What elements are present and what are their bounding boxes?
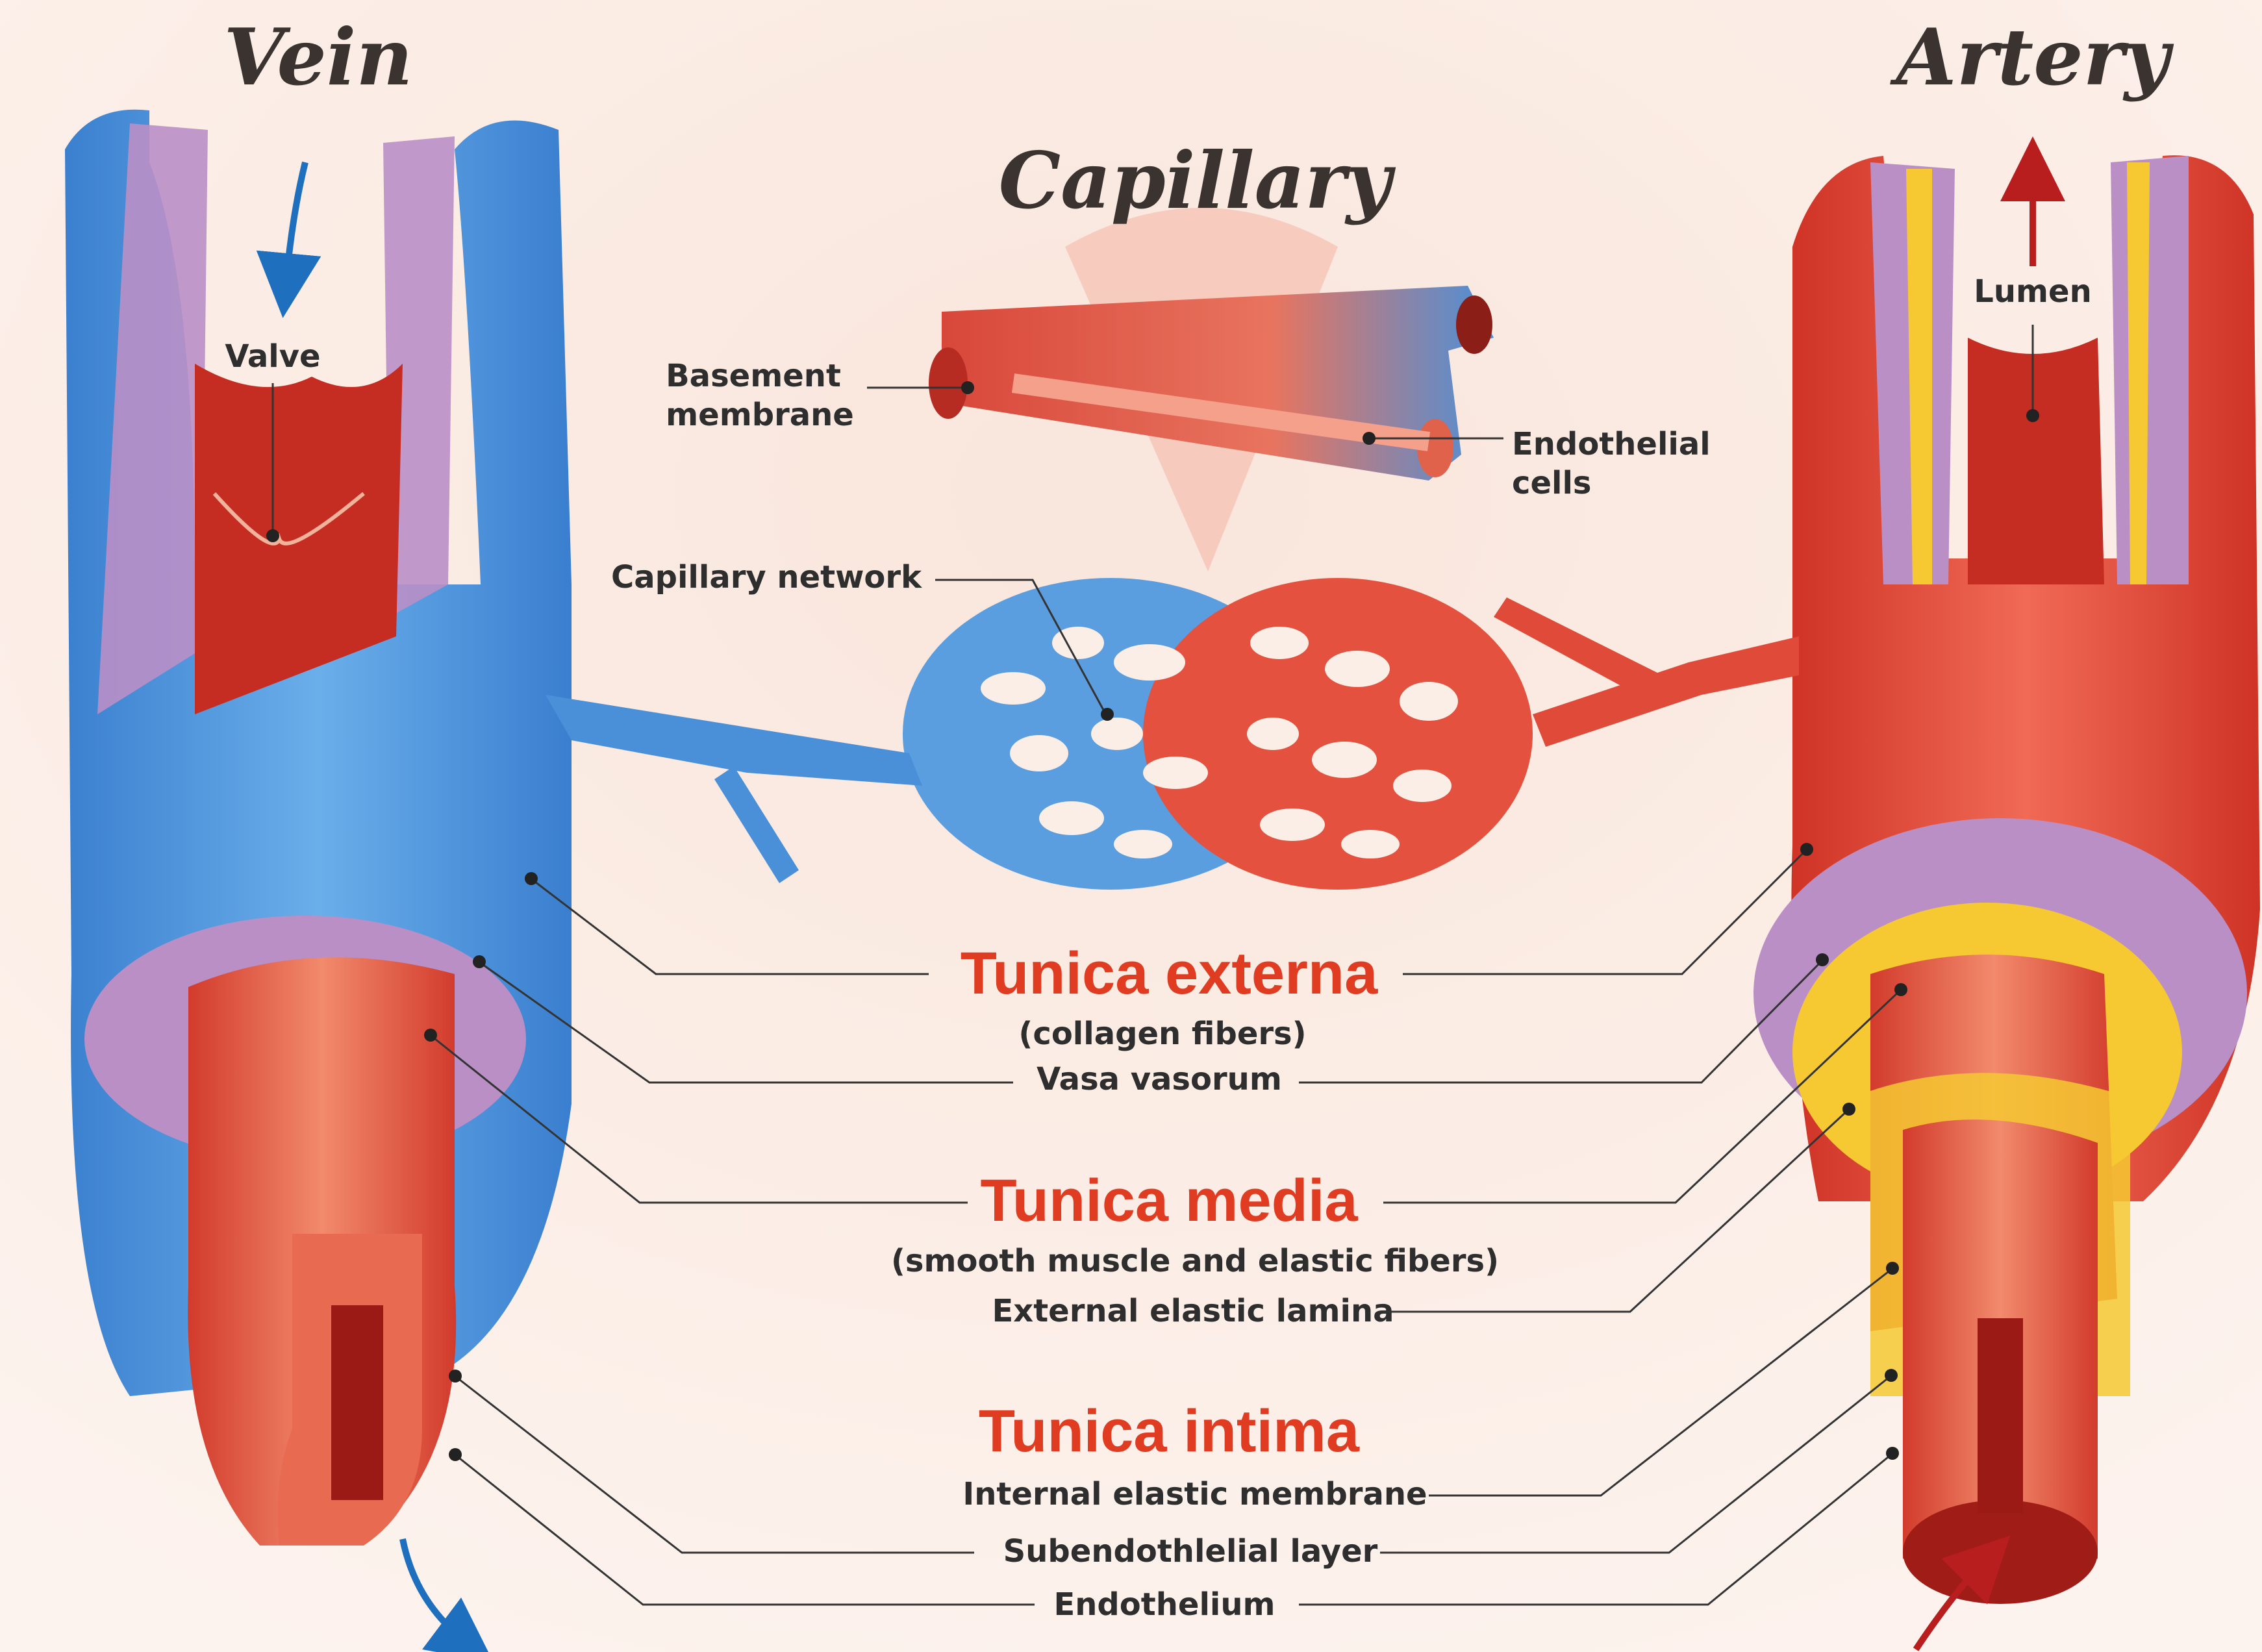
- title-capillary: Capillary: [999, 135, 1396, 227]
- label-external-elastic-lamina: External elastic lamina: [992, 1293, 1394, 1329]
- artery-lumen-opening: [1903, 1500, 2098, 1604]
- sub-tunica-externa: (collagen fibers): [1018, 1016, 1306, 1052]
- capillary-tube-opening-left: [929, 347, 968, 419]
- heading-tunica-media: Tunica media: [980, 1168, 1358, 1234]
- label-endothelial-cells-1: Endothelial: [1512, 426, 1711, 462]
- vein-lumen-slot: [331, 1305, 383, 1500]
- label-internal-elastic-membrane: Internal elastic membrane: [962, 1476, 1427, 1512]
- label-basement-membrane-1: Basement: [666, 358, 841, 394]
- artery-lumen: [1968, 338, 2104, 584]
- artery-lumen-slot: [1978, 1318, 2023, 1513]
- label-lumen: Lumen: [1974, 273, 2092, 310]
- label-valve: Valve: [225, 338, 320, 375]
- label-endothelial-cells-2: cells: [1512, 465, 1591, 501]
- title-vein: Vein: [223, 12, 412, 103]
- artery-wall-right-yellow: [2127, 162, 2150, 584]
- label-endothelium: Endothelium: [1053, 1586, 1275, 1623]
- capillary-tube-opening-right: [1456, 295, 1492, 354]
- sub-tunica-media: (smooth muscle and elastic fibers): [891, 1243, 1499, 1279]
- title-artery: Artery: [1889, 12, 2174, 103]
- label-capillary-network: Capillary network: [611, 559, 922, 595]
- label-subendothelial-layer: Subendothlelial layer: [1003, 1533, 1378, 1570]
- label-basement-membrane-2: membrane: [666, 397, 854, 433]
- capillary-network-red: [1143, 578, 1533, 890]
- heading-tunica-externa: Tunica externa: [961, 940, 1378, 1007]
- heading-tunica-intima: Tunica intima: [979, 1398, 1360, 1464]
- label-vasa-vasorum: Vasa vasorum: [1037, 1061, 1282, 1097]
- artery-wall-right: [2111, 156, 2189, 584]
